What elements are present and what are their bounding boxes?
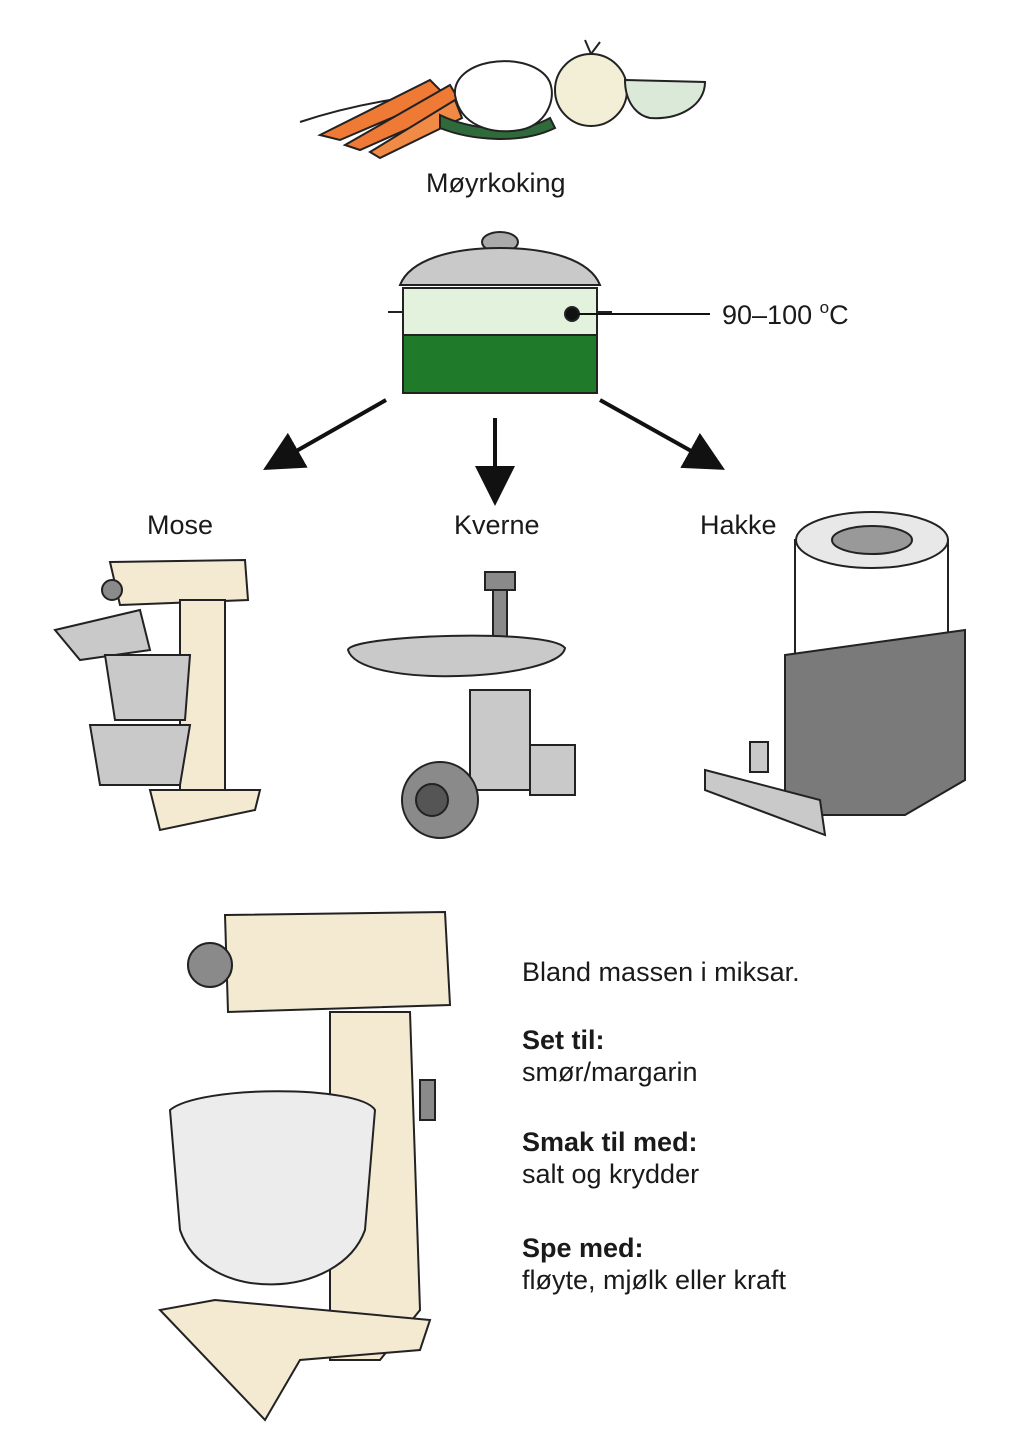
title-label: Møyrkoking (426, 168, 566, 198)
mixer-large-illustration (157, 910, 452, 1422)
method-label-hakke: Hakke (700, 510, 777, 540)
season-items: salt og krydder (522, 1159, 700, 1189)
grinder-illustration (346, 571, 576, 839)
chopper-illustration (704, 511, 966, 837)
arrows (263, 398, 725, 506)
arrow-left (263, 398, 387, 470)
thin-heading: Spe med: (522, 1233, 644, 1263)
add-items: smør/margarin (522, 1057, 698, 1087)
instruction-block-season: Smak til med: salt og krydder (522, 1126, 699, 1190)
temperature-value: 90–100 (722, 300, 820, 330)
temperature-label: 90–100 oC (722, 298, 849, 331)
pot-illustration (388, 231, 710, 394)
instruction-block-thin: Spe med: fløyte, mjølk eller kraft (522, 1232, 786, 1296)
instructions-intro: Bland massen i miksar. (522, 957, 800, 987)
method-label-mose: Mose (147, 510, 214, 540)
season-heading: Smak til med: (522, 1127, 698, 1157)
add-heading: Set til: (522, 1025, 605, 1055)
instruction-block-add: Set til: smør/margarin (522, 1024, 698, 1088)
temperature-degree: o (819, 298, 830, 317)
arrow-right (599, 398, 725, 470)
vegetables-illustration (299, 39, 707, 160)
thin-items: fløyte, mjølk eller kraft (522, 1265, 787, 1295)
method-label-kverne: Kverne (454, 510, 540, 540)
mixer-small-illustration (53, 558, 262, 832)
temperature-unit: C (829, 300, 849, 330)
